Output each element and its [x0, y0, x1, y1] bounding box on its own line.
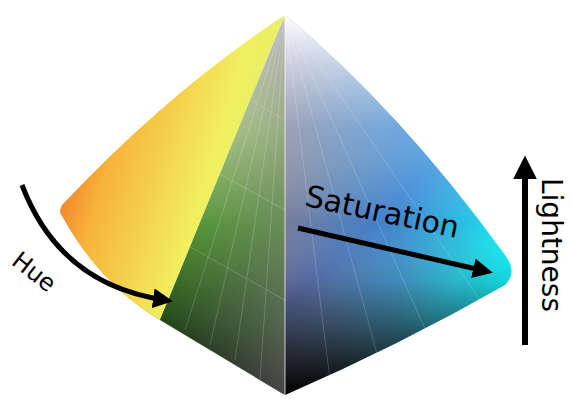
lightness-label: Lightness	[537, 178, 565, 312]
axis-line	[284, 15, 286, 395]
grid-lines	[160, 15, 480, 395]
lightness-arrow	[522, 165, 528, 345]
cut-face-shade	[160, 15, 285, 395]
cone-right-light	[285, 15, 512, 395]
cone-right-blue	[285, 15, 512, 395]
cone-right	[285, 15, 512, 395]
cut-face	[160, 15, 285, 395]
hue-label: Hue	[8, 248, 61, 296]
